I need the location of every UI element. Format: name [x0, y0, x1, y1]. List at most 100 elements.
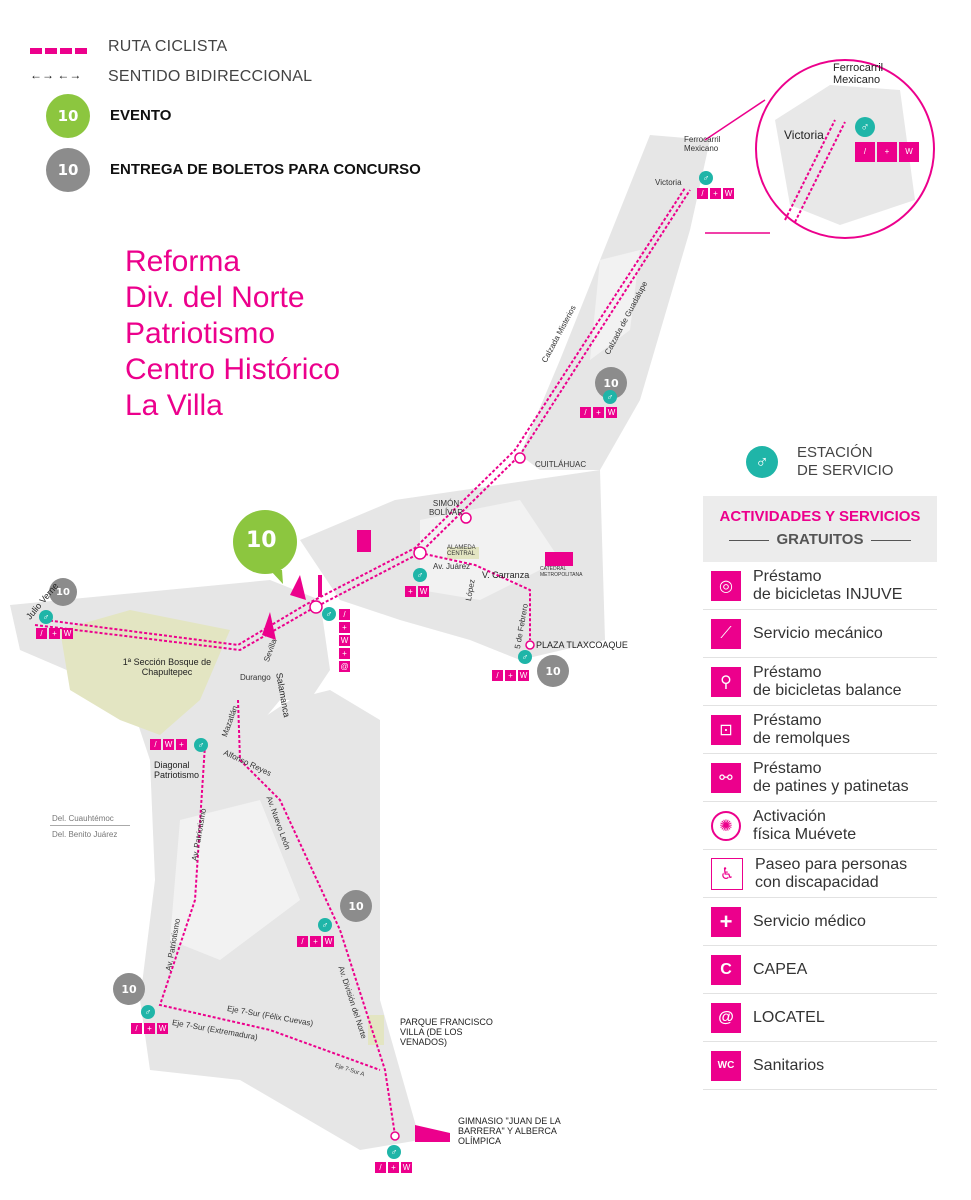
- tickets-badge-icon: 10: [46, 148, 90, 192]
- service-icons: /W+: [150, 739, 187, 750]
- victoria-label: Victoria: [655, 178, 682, 187]
- monuments: [262, 530, 573, 1142]
- bike-route: [34, 187, 691, 1136]
- simon-bolivar-label: SIMÓN BOLÍVAR: [428, 499, 464, 517]
- service-station-legend-icon: ♂: [746, 446, 778, 478]
- service-station-icon: ♂: [318, 918, 332, 932]
- gimnasio-label: GIMNASIO "JUAN DE LA BARRERA" Y ALBERCA …: [458, 1116, 561, 1146]
- muevete-logo-icon: ✺: [711, 810, 741, 841]
- balance-bike-icon: ⚲: [711, 666, 741, 697]
- service-station-icon: ♂: [39, 610, 53, 624]
- bicycle-wheel-icon: ◎: [711, 570, 741, 601]
- service-item: ⟋Servicio mecánico: [703, 610, 937, 658]
- legend-entrega-label: ENTREGA DE BOLETOS PARA CONCURSO: [110, 161, 421, 178]
- diana-icon: [262, 612, 276, 640]
- service-icons: +W: [405, 586, 429, 597]
- diagonal-patriotismo-label: Diagonal Patriotismo: [154, 760, 200, 780]
- service-icons: /+W: [492, 670, 529, 681]
- route-name: La Villa: [125, 389, 223, 422]
- durango-label: Durango: [240, 673, 271, 682]
- bosque-label: 1ª Sección Bosque de Chapultepec: [122, 657, 212, 677]
- services-subtitle: GRATUITOS: [703, 531, 937, 548]
- route-name: Centro Histórico: [125, 353, 341, 386]
- services-header: ACTIVIDADES Y SERVICIOS GRATUITOS: [703, 496, 937, 562]
- stadium-icon: [415, 1125, 450, 1142]
- delegation-divider: [50, 825, 130, 826]
- service-station-icon: ♂: [413, 568, 427, 582]
- service-item: @LOCATEL: [703, 994, 937, 1042]
- route-name: Div. del Norte: [125, 281, 305, 314]
- station-legend-line1: ESTACIÓN: [797, 444, 873, 461]
- service-icons: /+W: [580, 407, 617, 418]
- francisco-villa-park: [368, 1015, 384, 1045]
- service-icons: /+W: [297, 936, 334, 947]
- event-badge-icon: 10: [46, 94, 90, 138]
- accessibility-icon: ♿: [711, 857, 743, 890]
- inset-victoria-label: Victoria: [784, 128, 824, 142]
- simon-bolivar-marker: [460, 512, 472, 524]
- service-station-icon: ♂: [603, 390, 617, 404]
- bidirectional-arrow-icon: ←→ ←→: [30, 68, 82, 82]
- angel-marker: [309, 600, 323, 614]
- medical-cross-icon: +: [711, 906, 741, 937]
- del-benito-label: Del. Benito Juárez: [52, 830, 118, 839]
- cathedral-icon: [545, 552, 573, 566]
- parque-francisco-villa-label: PARQUE FRANCISCO VILLA (DE LOS VENADOS): [400, 1017, 493, 1047]
- locatel-icon: @: [711, 1002, 741, 1033]
- service-station-icon: ♂: [194, 738, 208, 752]
- catedral-label: CATEDRAL METROPOLITANA: [540, 566, 583, 578]
- inset-ferrocarril-label: Ferrocarril Mexicano: [833, 62, 884, 86]
- service-station-icon: ♂: [855, 117, 875, 137]
- service-icons: /+W: [697, 188, 734, 199]
- service-station-icon: ♂: [518, 650, 532, 664]
- service-icons: /+W: [36, 628, 73, 639]
- legend-ruta-label: RUTA CICLISTA: [108, 38, 228, 55]
- service-item: +Servicio médico: [703, 898, 937, 946]
- ferrocarril-label: Ferrocarril Mexicano: [684, 135, 721, 153]
- routes-list: Reforma Div. del Norte Patriotismo Centr…: [125, 244, 340, 424]
- angel-independencia-icon: [290, 575, 306, 600]
- route-name: Patriotismo: [125, 317, 276, 350]
- av-juarez-label: Av. Juárez: [433, 562, 471, 571]
- chapultepec-park: [60, 610, 230, 735]
- station-legend-text: ESTACIÓN DE SERVICIO: [797, 444, 893, 480]
- tickets-badge-icon: 10: [537, 655, 569, 687]
- cuitlahuac-label: CUITLÁHUAC: [535, 460, 587, 469]
- monument-revolucion-icon: [357, 530, 371, 552]
- alameda-label: ALAMEDA CENTRAL: [447, 545, 476, 557]
- route-name: Reforma: [125, 245, 241, 278]
- alameda-marker: [413, 546, 427, 560]
- tickets-badge-icon: 10: [340, 890, 372, 922]
- station-legend-line2: DE SERVICIO: [797, 462, 894, 479]
- wc-icon: WC: [711, 1050, 741, 1081]
- tlaxcoaque-marker: [525, 640, 535, 650]
- event-pin-number: 10: [246, 528, 277, 553]
- plaza-tlaxcoaque-label: PLAZA TLAXCOAQUE: [536, 640, 628, 650]
- service-station-icon: ♂: [387, 1145, 401, 1159]
- tickets-badge-icon: 10: [49, 578, 77, 606]
- trailer-icon: ⊡: [711, 714, 741, 745]
- skates-icon: ⚯: [711, 762, 741, 793]
- legend-sentido-label: SENTIDO BIDIRECCIONAL: [108, 68, 313, 85]
- tickets-badge-icon: 10: [113, 973, 145, 1005]
- service-icons: /+W: [131, 1023, 168, 1034]
- legend-evento-label: EVENTO: [110, 107, 172, 124]
- cuitlahuac-marker: [514, 452, 526, 464]
- service-station-icon: ♂: [699, 171, 713, 185]
- service-icons: /+W: [375, 1162, 412, 1173]
- service-station-icon: ♂: [322, 607, 336, 621]
- services-panel: ACTIVIDADES Y SERVICIOS GRATUITOS ◎Prést…: [703, 496, 937, 1090]
- column-icon: [318, 575, 322, 597]
- capea-icon: C: [711, 954, 741, 985]
- service-icons: /+W: [855, 142, 919, 162]
- gimnasio-marker: [390, 1131, 400, 1141]
